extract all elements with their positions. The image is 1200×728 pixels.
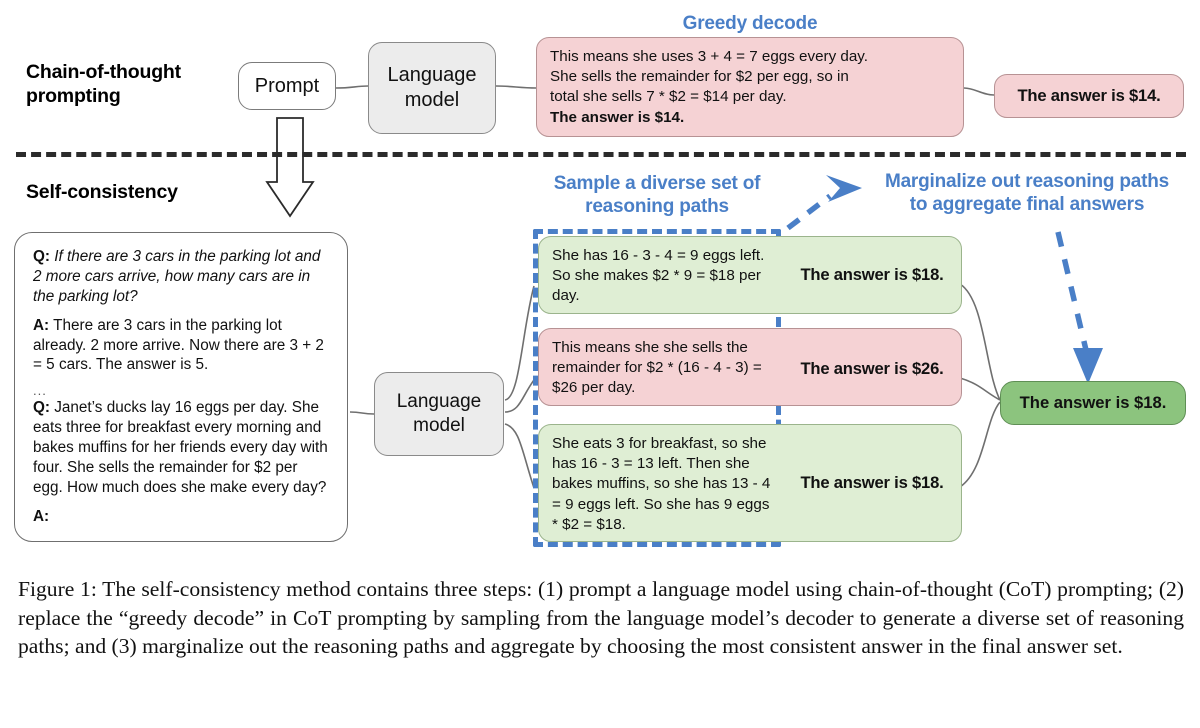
reasoning-path-1: She has 16 - 3 - 4 = 9 eggs left. So she…: [538, 236, 962, 314]
prompt-card-q1: Q: If there are 3 cars in the parking lo…: [33, 247, 331, 307]
wire-card-to-model2: [349, 411, 375, 415]
sample-paths-label-line1: Sample a diverse set of: [553, 173, 761, 194]
blue-vertical-arrow: [1055, 231, 1103, 384]
greedy-output-line4: The answer is $14.: [550, 108, 685, 126]
prompt-card-q2-text: Janet’s ducks lay 16 eggs per day. She e…: [33, 399, 328, 496]
reasoning-path-3-text: She eats 3 for breakfast, so she has 16 …: [552, 435, 771, 533]
language-model-node-bottom[interactable]: Language model: [374, 372, 504, 456]
prompt-card-q2: Q: Janet’s ducks lay 16 eggs per day. Sh…: [33, 398, 331, 497]
reasoning-path-2-answer: The answer is $26.: [800, 359, 944, 378]
prompt-card-q2-label: Q:: [33, 399, 50, 417]
wire-model-to-output: [495, 85, 537, 89]
section-title-cot-line2: prompting: [26, 85, 121, 108]
wire-model2-to-path2: [504, 379, 535, 413]
figure-caption: Figure 1: The self-consistency method co…: [18, 577, 1184, 659]
prompt-node[interactable]: Prompt: [238, 62, 336, 110]
reasoning-path-3: She eats 3 for breakfast, so she has 16 …: [538, 424, 962, 542]
wire-model2-to-path1: [504, 285, 535, 401]
reasoning-path-2: This means she she sells the remainder f…: [538, 328, 962, 406]
prompt-card-a2-label: A:: [33, 507, 50, 525]
wire-output-to-answer: [963, 87, 995, 96]
prompt-card-a1: A: There are 3 cars in the parking lot a…: [33, 316, 331, 376]
greedy-output-line2: She sells the remainder for $2 per egg, …: [550, 68, 849, 86]
prompt-card-a2: A:: [33, 507, 331, 527]
prompt-card-ellipsis: ...: [33, 383, 47, 399]
wire-model2-to-path3: [504, 423, 535, 489]
wire-prompt-to-model: [335, 85, 369, 89]
prompt-card-a1-text: There are 3 cars in the parking lot alre…: [33, 316, 324, 374]
reasoning-path-1-answer: The answer is $18.: [800, 265, 944, 284]
language-model-node-top-line2: model: [404, 89, 460, 111]
section-title-cot: Chain-of-thought prompting: [26, 60, 181, 109]
prompt-card-q1-text: If there are 3 cars in the parking lot a…: [33, 248, 321, 305]
greedy-output-line3: total she sells 7 * $2 = $14 per day.: [550, 88, 787, 106]
reasoning-path-1-text: She has 16 - 3 - 4 = 9 eggs left. So she…: [552, 247, 765, 305]
reasoning-path-2-text: This means she she sells the remainder f…: [552, 339, 762, 397]
wire-path3-to-final: [959, 401, 1001, 488]
sample-paths-label: Sample a diverse set of reasoning paths: [524, 172, 790, 218]
reasoning-path-3-answer: The answer is $18.: [800, 473, 944, 492]
language-model-node-top-line1: Language: [387, 64, 477, 86]
greedy-output-box: This means she uses 3 + 4 = 7 eggs every…: [536, 37, 964, 137]
marginalize-label: Marginalize out reasoning paths to aggre…: [862, 170, 1192, 216]
section-divider: [16, 152, 1186, 157]
section-title-self-consistency: Self-consistency: [26, 181, 178, 203]
block-arrow-down: [265, 117, 315, 218]
sample-paths-label-line2: reasoning paths: [585, 196, 729, 218]
blue-diagonal-arrow: [786, 175, 862, 231]
wire-path2-to-final: [959, 377, 1001, 401]
wire-path1-to-final: [959, 283, 1001, 401]
few-shot-prompt-card: Q: If there are 3 cars in the parking lo…: [14, 232, 348, 542]
language-model-node-top[interactable]: Language model: [368, 42, 496, 134]
greedy-output-line1: This means she uses 3 + 4 = 7 eggs every…: [550, 48, 868, 65]
language-model-node-bottom-line2: model: [413, 415, 465, 436]
prompt-node-label: Prompt: [254, 74, 320, 97]
prompt-card-q1-label: Q:: [33, 248, 50, 265]
section-title-cot-line1: Chain-of-thought: [26, 61, 181, 83]
prompt-card-a1-label: A:: [33, 316, 50, 334]
self-consistency-final-answer: The answer is $18.: [1000, 381, 1186, 425]
cot-final-answer: The answer is $14.: [994, 74, 1184, 118]
greedy-decode-label: Greedy decode: [682, 13, 818, 34]
marginalize-label-line1: Marginalize out reasoning paths: [884, 171, 1170, 192]
language-model-node-bottom-line1: Language: [396, 391, 482, 413]
marginalize-label-line2: to aggregate final answers: [909, 194, 1145, 216]
